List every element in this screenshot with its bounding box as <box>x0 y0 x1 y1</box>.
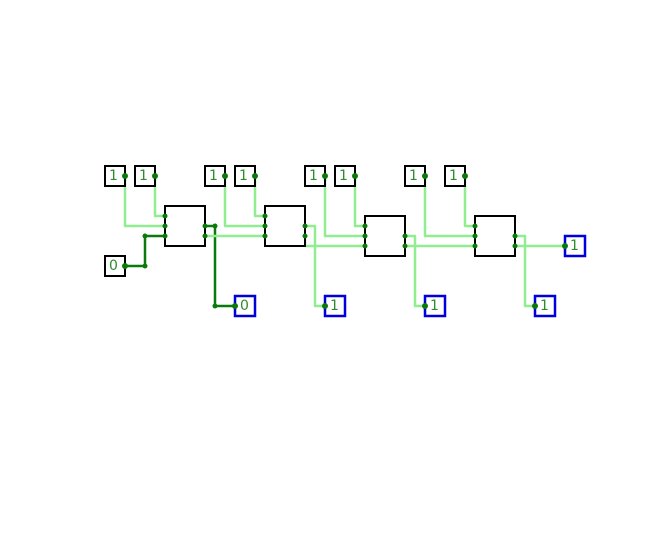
node <box>352 173 358 179</box>
wire-a2 <box>323 174 367 238</box>
input-a0-value: 1 <box>109 168 118 184</box>
wire-b1 <box>253 174 267 218</box>
node <box>142 233 148 239</box>
node <box>202 233 208 239</box>
output-sum0-value: 0 <box>240 298 249 314</box>
node <box>212 303 218 309</box>
node <box>162 223 168 229</box>
wire-b2 <box>353 174 367 228</box>
node <box>122 173 128 179</box>
node <box>152 173 158 179</box>
input-a1-value: 1 <box>209 168 218 184</box>
node <box>232 303 238 309</box>
node <box>322 303 328 309</box>
node <box>472 223 478 229</box>
node <box>472 243 478 249</box>
full-adder-1[interactable] <box>264 205 306 247</box>
wire-a3 <box>423 174 477 238</box>
node <box>512 233 518 239</box>
wire-sum0[interactable] <box>203 224 237 308</box>
wire-a1 <box>223 174 267 228</box>
node <box>202 223 208 229</box>
wire-b0 <box>153 174 167 218</box>
output-sum1-value: 1 <box>330 298 339 314</box>
node <box>262 233 268 239</box>
input-b0-value: 1 <box>139 168 148 184</box>
input-cin-value: 0 <box>109 258 118 274</box>
node <box>512 243 518 249</box>
node <box>402 243 408 249</box>
node <box>362 243 368 249</box>
full-adder-2[interactable] <box>364 215 406 257</box>
node <box>472 233 478 239</box>
node <box>302 223 308 229</box>
node <box>532 303 538 309</box>
node <box>162 233 168 239</box>
node <box>262 213 268 219</box>
node <box>402 233 408 239</box>
node <box>262 223 268 229</box>
wire-sum1 <box>303 224 337 308</box>
output-sum3-value: 1 <box>540 298 549 314</box>
input-b3-value: 1 <box>449 168 458 184</box>
node <box>212 223 218 229</box>
node <box>302 233 308 239</box>
node <box>122 263 128 269</box>
output-cout-value: 1 <box>570 238 579 254</box>
node <box>362 233 368 239</box>
node <box>422 173 428 179</box>
full-adder-3[interactable] <box>474 215 516 257</box>
wire-b3 <box>463 174 477 228</box>
node <box>162 213 168 219</box>
wire-cin[interactable] <box>123 234 167 268</box>
node <box>252 173 258 179</box>
node <box>322 173 328 179</box>
node <box>142 263 148 269</box>
node <box>462 173 468 179</box>
node <box>222 173 228 179</box>
output-sum2-value: 1 <box>430 298 439 314</box>
node <box>362 223 368 229</box>
node <box>562 243 568 249</box>
wire-a0 <box>123 174 167 228</box>
input-b1-value: 1 <box>239 168 248 184</box>
node <box>422 303 428 309</box>
input-b2-value: 1 <box>339 168 348 184</box>
input-a2-value: 1 <box>309 168 318 184</box>
full-adder-0[interactable] <box>164 205 206 247</box>
input-a3-value: 1 <box>409 168 418 184</box>
